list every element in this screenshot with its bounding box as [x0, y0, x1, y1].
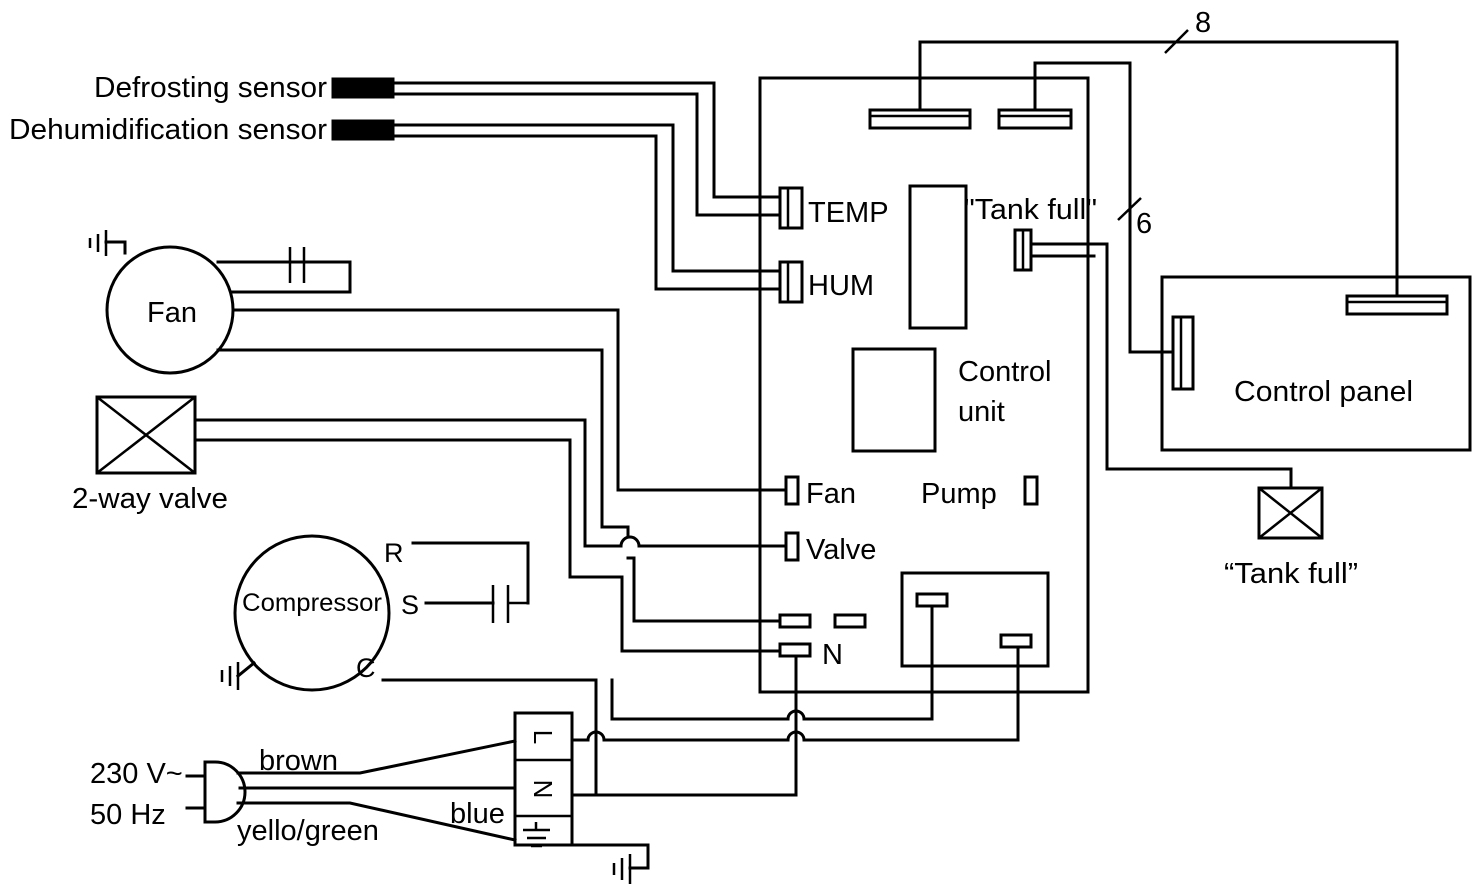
temp-label: TEMP — [808, 197, 889, 229]
brown-wire — [236, 739, 517, 775]
cable-count-8-label: 8 — [1195, 7, 1211, 39]
compressor-ground-icon — [220, 660, 257, 690]
relay-feed — [610, 678, 790, 721]
valve-wire-1 — [193, 418, 623, 548]
relay-block — [900, 571, 1050, 668]
terminal-2 — [833, 613, 867, 629]
control-unit-label-1: Control — [958, 356, 1052, 388]
cable-count-6-label: 6 — [1136, 208, 1152, 240]
ribbon-cable-6 — [1033, 61, 1175, 354]
connector-6-socket — [997, 108, 1073, 130]
control-panel-label: Control panel — [1234, 376, 1413, 408]
defrosting-sensor — [331, 77, 782, 217]
voltage-label: 230 V~ — [90, 758, 183, 790]
yellow-green-wire — [236, 801, 517, 842]
defrosting-sensor-label: Defrosting sensor — [94, 72, 327, 104]
two-way-valve — [95, 395, 197, 475]
control-unit-label-2: unit — [958, 396, 1005, 428]
hum-label: HUM — [808, 270, 874, 302]
tank-full-top-label: "Tank full" — [964, 194, 1097, 226]
relay-terminal-2 — [999, 633, 1033, 649]
pump-label: Pump — [921, 478, 997, 510]
frequency-label: 50 Hz — [90, 799, 166, 831]
brown-wire-label: brown — [259, 745, 338, 777]
fan-motor-label: Fan — [147, 297, 197, 329]
block-earth-icon — [523, 822, 650, 870]
compressor-label: Compressor — [242, 589, 382, 617]
power-plug-icon — [185, 760, 247, 824]
s-terminal-label: S — [401, 590, 419, 620]
n-terminal-label: N — [822, 639, 843, 671]
fan-motor — [105, 245, 352, 375]
fan-wire-1 — [231, 308, 788, 492]
dehumidification-sensor-label: Dehumidification sensor — [9, 114, 327, 146]
compressor-c-wire — [381, 678, 598, 797]
control-unit-chip — [908, 184, 968, 330]
block-n-label: N — [528, 780, 558, 799]
terminal-1 — [778, 613, 812, 629]
connector-8-socket — [868, 108, 972, 130]
n-bus — [572, 654, 798, 797]
c-terminal-label: C — [356, 653, 376, 683]
pump-terminal — [1023, 475, 1039, 506]
valve-terminal-label: Valve — [806, 534, 876, 566]
r-terminal-label: R — [384, 538, 404, 568]
fan-terminal — [784, 475, 800, 506]
hum-connector — [778, 260, 804, 304]
relay-terminal-1 — [915, 592, 949, 608]
panel-connector-6 — [1171, 315, 1195, 391]
two-way-valve-label: 2-way valve — [72, 483, 228, 515]
fan-terminal-label: Fan — [806, 478, 856, 510]
tank-full-bottom-label: “Tank full” — [1224, 558, 1358, 590]
yellow-green-wire-label: yello/green — [237, 815, 379, 847]
n-terminal — [778, 642, 812, 658]
compressor — [233, 534, 530, 692]
block-l-label: L — [528, 730, 558, 744]
terminal-block — [513, 711, 574, 847]
dehumidification-sensor — [331, 119, 782, 291]
valve-wire-2 — [193, 438, 782, 653]
tank-full-switch — [1257, 486, 1324, 540]
ribbon-cable-8 — [918, 29, 1399, 298]
fan-ground-icon — [88, 230, 127, 256]
valve-terminal — [784, 531, 800, 562]
panel-connector-8 — [1345, 294, 1449, 316]
fan-wire-2b — [626, 556, 782, 623]
control-unit-processor — [851, 347, 937, 453]
temp-connector — [778, 186, 804, 230]
fan-wire-2 — [216, 348, 630, 537]
blue-wire-label: blue — [450, 798, 505, 830]
external-ground-icon — [612, 854, 650, 884]
